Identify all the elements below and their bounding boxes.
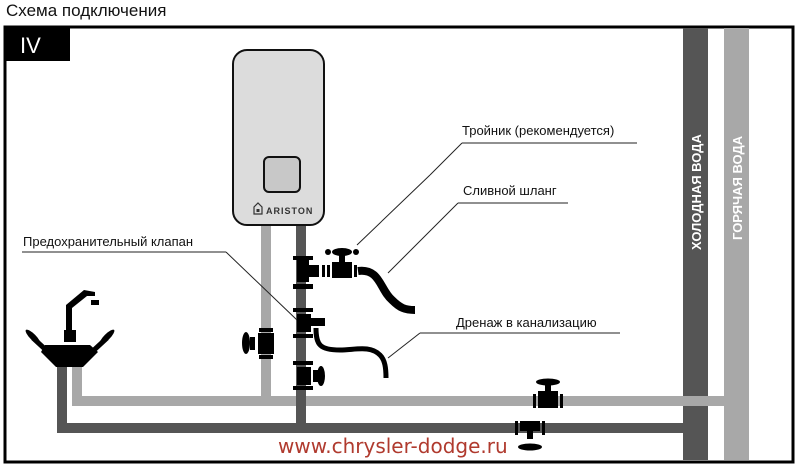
heater-control-panel	[263, 156, 301, 193]
page-title: Схема подключения	[6, 1, 167, 20]
water-heater: ARISTON	[232, 49, 325, 226]
sewer-drain-hose	[313, 327, 389, 379]
hot-water-riser	[724, 28, 749, 460]
drain-hose-label: Сливной шланг	[463, 183, 557, 198]
cold-water-riser	[683, 28, 708, 460]
mixer-faucet-icon	[25, 290, 115, 367]
hot-water-pipe	[72, 396, 724, 406]
ariston-logo-icon	[253, 202, 263, 215]
drain-hose	[357, 266, 416, 314]
drain-hose-leader-line	[387, 202, 459, 274]
tee-leader-line	[429, 142, 463, 176]
tee-fitting	[293, 248, 359, 289]
cold-shutoff-valve	[293, 361, 325, 390]
cold-water-pipe-mixer	[57, 366, 67, 433]
tee-label: Тройник (рекомендуется)	[462, 123, 614, 138]
heater-brand: ARISTON	[266, 206, 313, 216]
sewer-drain-label: Дренаж в канализацию	[456, 315, 597, 330]
sewer-drain-leader-line	[387, 332, 421, 359]
hot-water-pipe-mixer	[72, 366, 82, 406]
hot-water-pipe-heater	[261, 225, 271, 406]
scheme-number: IV	[20, 33, 41, 58]
hot-water-label: ГОРЯЧАЯ ВОДА	[730, 135, 745, 240]
hot-shutoff-valve	[242, 328, 274, 359]
cold-water-pipe	[57, 423, 683, 433]
safety-valve	[293, 308, 325, 338]
scheme-number-badge	[5, 27, 70, 61]
safety-valve-label: Предохранительный клапан	[23, 234, 193, 249]
hot-line-valve	[533, 378, 563, 408]
cold-line-valve	[515, 421, 545, 451]
cold-water-label: ХОЛОДНАЯ ВОДА	[689, 134, 704, 250]
safety-valve-leader-line	[225, 251, 298, 321]
diagram-frame	[3, 25, 795, 464]
watermark-link[interactable]: www.chrysler-dodge.ru	[278, 434, 508, 458]
